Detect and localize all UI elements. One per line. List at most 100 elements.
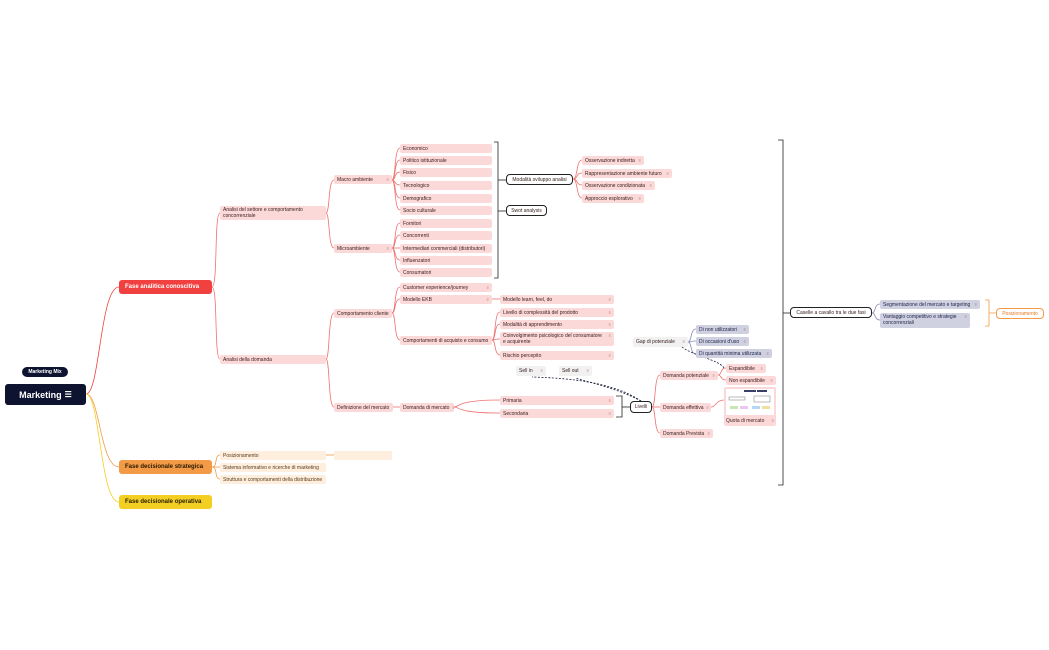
node-modalita-item[interactable]: Osservazione condizionata≡: [582, 181, 655, 190]
phase-analitica[interactable]: Fase analitica conoscitiva: [119, 280, 212, 294]
node-espandibile[interactable]: Espandibile≡: [726, 364, 766, 373]
phase-strategica-label: Fase decisionale strategica: [125, 464, 204, 470]
node-micro-item[interactable]: Intermediari commerciali (distributori): [400, 244, 492, 253]
node-acquisto-item[interactable]: Livello di complessità del prodotto≡: [500, 308, 614, 317]
node-sell-in[interactable]: Sell in ≡: [516, 366, 546, 376]
node-quota-label: Quota di mercato: [726, 418, 765, 424]
node-domanda-mercato[interactable]: Domanda di mercato≡: [400, 403, 455, 412]
node-micro-item[interactable]: Influenzatori: [400, 256, 492, 265]
node-label: Struttura e comportamenti della distribu…: [223, 476, 323, 483]
node-swot-analysis[interactable]: Swot analysis: [506, 205, 547, 216]
node-macro-item[interactable]: Fisico: [400, 168, 492, 177]
node-vantaggio-competitivo[interactable]: Vantaggio competitivo e strategie concor…: [880, 313, 970, 328]
phase-strategica[interactable]: Fase decisionale strategica: [119, 460, 212, 474]
node-label: Economico: [403, 145, 428, 152]
node-micro-item[interactable]: Fornitori: [400, 219, 492, 228]
root-node-marketing[interactable]: Marketing☰: [5, 384, 86, 405]
note-icon: ≡: [707, 430, 710, 436]
node-livelli[interactable]: Livelli: [630, 401, 652, 413]
phase-operativa-label: Fase decisionale operativa: [125, 499, 202, 505]
node-modalita-item[interactable]: Approccio esplorativo ≡: [582, 194, 644, 203]
node-posizionamento-child[interactable]: [334, 451, 392, 460]
node-macro-item[interactable]: Socio culturale: [400, 206, 492, 215]
note-icon: ≡: [682, 339, 685, 344]
node-modalita-sviluppo[interactable]: Modalità sviluppo analisi: [506, 174, 573, 185]
note-icon: ≡: [743, 338, 746, 344]
node-label: Livello di complessità del prodotto: [503, 309, 579, 316]
node-label: Consumatori: [403, 269, 432, 276]
node-domanda-effettiva[interactable]: Domanda effettiva≡: [660, 403, 711, 412]
note-icon: ≡: [608, 333, 611, 338]
node-definizione-label: Definizione del mercato: [337, 404, 390, 411]
node-gap-item[interactable]: Di quantità minima utilizzata≡: [696, 349, 772, 358]
node-label: Approccio esplorativo: [585, 195, 633, 202]
node-acquisto-item[interactable]: Modalità di apprendimento≡: [500, 320, 614, 329]
note-icon: ≡: [649, 182, 652, 188]
node-microambiente-label: Microambiente: [337, 245, 370, 252]
marketing-mix-label[interactable]: Marketing Mix: [22, 367, 68, 377]
node-comportamento-cliente[interactable]: Comportamento cliente: [334, 309, 392, 318]
node-domanda-prevista[interactable]: Domanda Prevista≡: [660, 429, 713, 438]
node-secondaria[interactable]: Secondaria≡: [500, 409, 614, 418]
node-micro-item[interactable]: Concorrenti: [400, 231, 492, 240]
note-icon: ≡: [712, 372, 715, 378]
node-acquisto-item[interactable]: Coinvolgimento psicologico del consumato…: [500, 332, 614, 346]
node-sell-in-label: Sell in: [519, 368, 533, 374]
node-label: Sistema informativo e ricerche di market…: [223, 464, 319, 471]
node-primaria[interactable]: Primaria≡: [500, 396, 614, 405]
node-modalita-item[interactable]: Rappresentazione ambiente futuro≡: [582, 169, 672, 178]
node-definizione-mercato[interactable]: Definizione del mercato: [334, 403, 393, 412]
note-icon: ≡: [964, 314, 967, 319]
node-sistema-informativo[interactable]: Sistema informativo e ricerche di market…: [220, 463, 326, 472]
node-macro-ambiente[interactable]: Macro ambiente≡: [334, 175, 392, 184]
node-secondaria-label: Secondaria: [503, 410, 529, 417]
note-icon: ≡: [486, 284, 489, 290]
node-macro-item[interactable]: Politico istituzionale: [400, 156, 492, 165]
node-learn-feel-do[interactable]: Modello learn, feel, do≡: [500, 295, 614, 304]
phase-operativa[interactable]: Fase decisionale operativa: [119, 495, 212, 509]
node-analisi-domanda[interactable]: Analisi della domanda: [220, 355, 326, 364]
node-comportamenti-acquisto[interactable]: Comportamenti di acquisto e consumo: [400, 336, 492, 345]
node-non-espandibile[interactable]: Non espandibile≡: [726, 376, 776, 385]
node-struttura-distribuzione[interactable]: Struttura e comportamenti della distribu…: [220, 475, 326, 484]
node-posizionamento-outline[interactable]: Posizionamento: [996, 308, 1044, 319]
note-icon: ≡: [638, 195, 641, 201]
node-macro-item[interactable]: Demografico: [400, 194, 492, 203]
node-quota-mercato[interactable]: Quota di mercato ≡: [724, 387, 776, 426]
node-caselle-cavallo[interactable]: Caselle a cavallo tra le due fasi: [790, 307, 872, 318]
node-label: Segmentazione del mercato e targeting: [883, 301, 971, 308]
marketing-mix-text: Marketing Mix: [28, 369, 62, 375]
note-icon: ≡: [638, 157, 641, 163]
node-macro-item[interactable]: Economico: [400, 144, 492, 153]
node-label: Di quantità minima utilizzata: [699, 350, 762, 357]
node-customer-journey[interactable]: Customer experience/journey≡: [400, 283, 492, 292]
node-gap-item[interactable]: Di occasioni d'uso≡: [696, 337, 749, 346]
note-icon: ≡: [608, 397, 611, 403]
node-micro-item[interactable]: Consumatori: [400, 268, 492, 277]
node-label: Coinvolgimento psicologico del consumato…: [503, 333, 602, 345]
node-gap-potenziale[interactable]: Gap di potenziale≡: [633, 337, 688, 347]
node-gap-item[interactable]: Di non utilizzatori≡: [696, 325, 749, 334]
node-segmentazione[interactable]: Segmentazione del mercato e targeting≡: [880, 300, 980, 309]
node-caselle-label: Caselle a cavallo tra le due fasi: [796, 309, 866, 316]
node-domanda-potenziale[interactable]: Domanda potenziale≡: [660, 371, 718, 380]
node-comportamento-label: Comportamento cliente: [337, 310, 389, 317]
node-analisi-domanda-label: Analisi della domanda: [223, 356, 272, 363]
node-analisi-settore[interactable]: Analisi del settore e comportamento conc…: [220, 206, 326, 220]
note-icon: ≡: [771, 418, 774, 423]
node-label: Di occasioni d'uso: [699, 338, 740, 345]
node-macro-item[interactable]: Tecnologico: [400, 181, 492, 190]
node-microambiente[interactable]: Microambiente≡: [334, 244, 392, 253]
node-posizionamento[interactable]: Posizionamento: [220, 451, 326, 460]
node-sell-out[interactable]: Sell out≡: [559, 366, 592, 376]
node-modalita-item[interactable]: Osservazione indiretta≡: [582, 156, 644, 165]
note-icon: ≡: [540, 368, 543, 373]
node-label: Osservazione indiretta: [585, 157, 635, 164]
node-acquisto-item[interactable]: Rischio percepito≡: [500, 351, 614, 360]
menu-lines-icon: ☰: [64, 389, 72, 399]
node-effettiva-label: Domanda effettiva: [663, 404, 704, 411]
node-label: Di non utilizzatori: [699, 326, 738, 333]
node-label: Posizionamento: [223, 452, 259, 459]
root-title: Marketing: [19, 389, 62, 400]
node-modello-ekb[interactable]: Modello EKB≡: [400, 295, 492, 304]
